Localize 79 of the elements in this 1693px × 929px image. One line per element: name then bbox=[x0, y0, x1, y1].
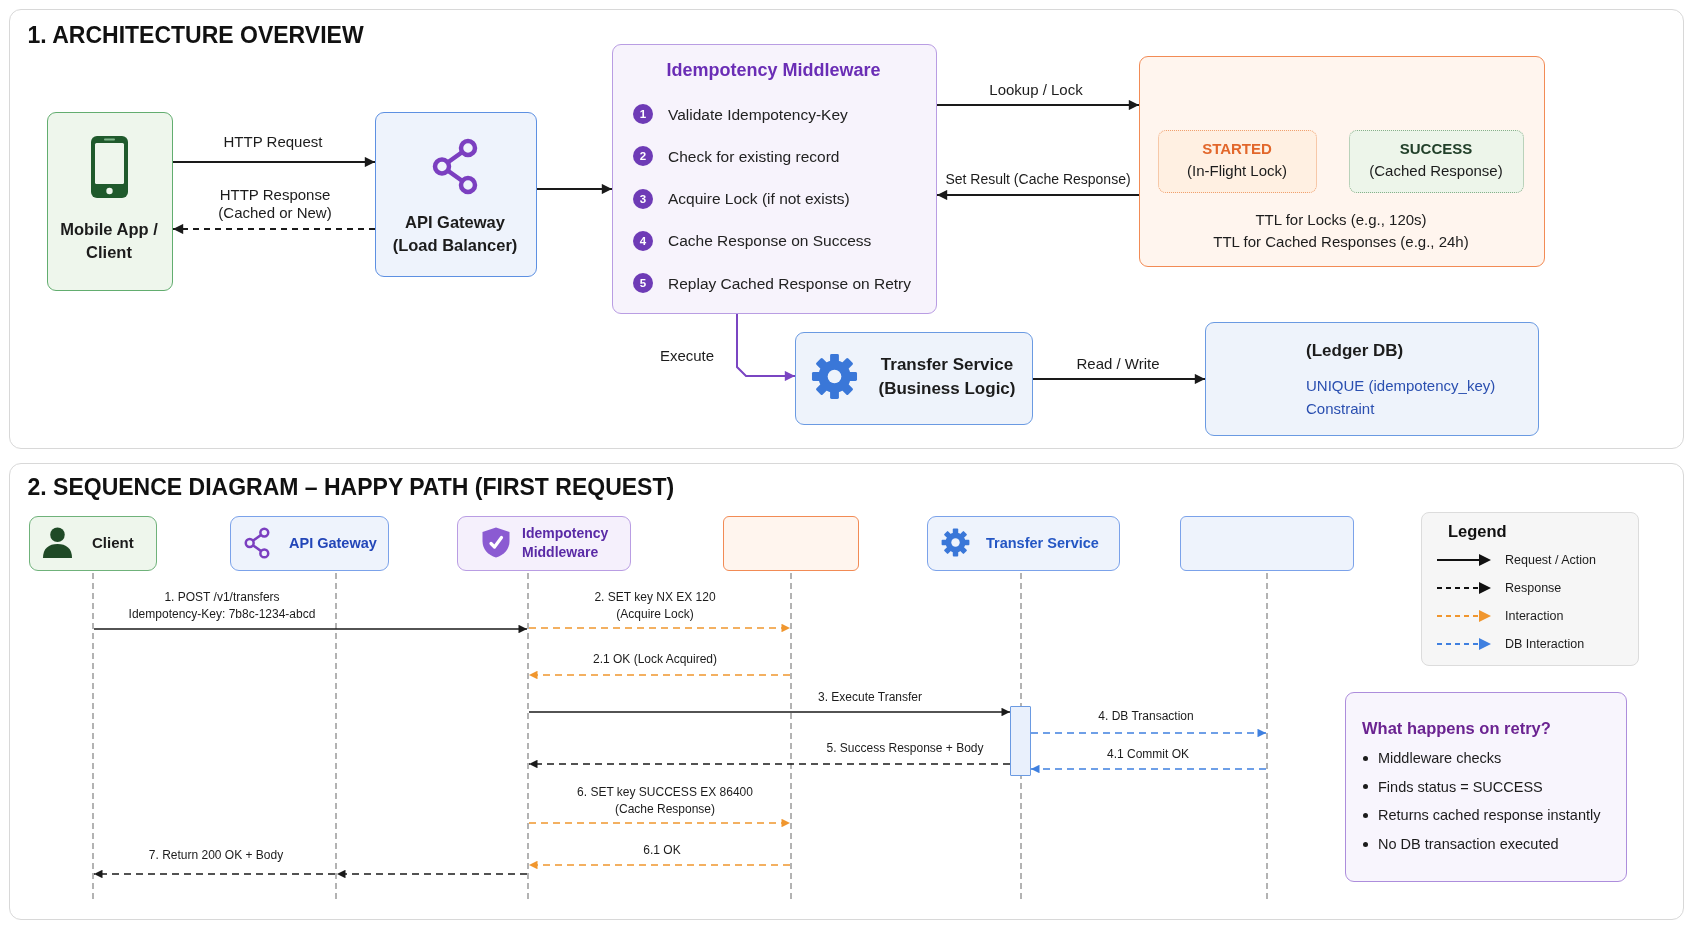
participant-box bbox=[456, 515, 631, 571]
participant-box bbox=[926, 515, 1120, 571]
state-caption: (In-Flight Lock) bbox=[1187, 161, 1287, 180]
participant-box bbox=[229, 515, 389, 571]
arrow bbox=[528, 707, 1011, 717]
legend-label: Response bbox=[1505, 580, 1562, 596]
lifeline bbox=[91, 572, 94, 899]
middleware-box bbox=[611, 43, 937, 314]
database-title: (Ledger DB) bbox=[1306, 341, 1404, 361]
state-title: SUCCESS bbox=[1399, 139, 1473, 158]
note-box bbox=[1344, 691, 1627, 882]
dashed-arrow bbox=[336, 869, 528, 879]
legend-label: Interaction bbox=[1505, 608, 1564, 624]
dashed-arrow bbox=[528, 759, 1011, 769]
step-text: Check for existing record bbox=[668, 146, 840, 166]
step-number: 5 bbox=[633, 273, 653, 294]
dashed-arrow bbox=[528, 818, 791, 828]
state-title: STARTED bbox=[1202, 139, 1272, 158]
participant-box bbox=[1179, 515, 1354, 571]
ttl-note: TTL for Cached Responses (e.g., 24h) bbox=[1213, 232, 1469, 251]
step-text: Acquire Lock (if not exists) bbox=[668, 189, 850, 209]
participant-label: Client bbox=[92, 533, 134, 552]
section-panel bbox=[9, 463, 1684, 920]
participant-label: Transfer Service bbox=[986, 533, 1099, 552]
step-number: 4 bbox=[633, 230, 653, 251]
step-text: Validate Idempotency-Key bbox=[668, 104, 848, 124]
arrow bbox=[93, 624, 528, 634]
legend-label: DB Interaction bbox=[1505, 636, 1585, 652]
note-item: Finds status = SUCCESS bbox=[1378, 777, 1543, 796]
arrow bbox=[536, 183, 613, 195]
step-number: 3 bbox=[633, 188, 653, 209]
note-item: Middleware checks bbox=[1378, 749, 1502, 767]
arrow bbox=[1032, 373, 1206, 385]
cache-store-box bbox=[1138, 55, 1545, 267]
component-box bbox=[374, 111, 537, 277]
arrow bbox=[172, 156, 376, 168]
section-heading: 1. ARCHITECTURE OVERVIEW bbox=[27, 21, 364, 50]
step-text: Cache Response on Success bbox=[668, 231, 872, 251]
activation-bar bbox=[1009, 705, 1031, 776]
section-panel bbox=[9, 9, 1684, 449]
participant-box bbox=[722, 515, 859, 571]
step-text: Replay Cached Response on Retry bbox=[668, 273, 911, 293]
dashed-arrow bbox=[1030, 764, 1267, 774]
participant-box bbox=[28, 515, 157, 571]
ttl-note: TTL for Locks (e.g., 120s) bbox=[1255, 210, 1427, 229]
elbow-arrow bbox=[736, 313, 796, 382]
middleware-title: Idempotency Middleware bbox=[666, 60, 881, 82]
dashed-arrow bbox=[528, 860, 791, 870]
component-label: API Gateway (Load Balancer) bbox=[391, 212, 519, 256]
database-box bbox=[1204, 321, 1539, 436]
component-label: Mobile App / Client bbox=[59, 219, 159, 263]
step-number: 2 bbox=[633, 146, 653, 167]
note-item: No DB transaction executed bbox=[1378, 835, 1559, 854]
component-box bbox=[46, 111, 173, 291]
legend-label: Request / Action bbox=[1505, 552, 1597, 568]
state-caption: (Cached Response) bbox=[1369, 161, 1503, 180]
component-box bbox=[794, 331, 1033, 425]
step-number: 1 bbox=[633, 104, 653, 124]
note-item: Returns cached response instantly bbox=[1378, 806, 1601, 825]
dashed-arrow bbox=[1030, 728, 1267, 738]
note-title: What happens on retry? bbox=[1362, 718, 1551, 738]
arrow bbox=[936, 99, 1140, 111]
lifeline bbox=[526, 572, 529, 899]
participant-label: API Gateway bbox=[289, 533, 377, 552]
section-heading: 2. SEQUENCE DIAGRAM – HAPPY PATH (FIRST REQUEST) bbox=[27, 473, 675, 502]
dashed-arrow bbox=[528, 623, 791, 633]
constraint-text: UNIQUE (idempotency_key) Constraint bbox=[1306, 376, 1497, 419]
state-box bbox=[1349, 130, 1524, 193]
dashed-arrow bbox=[172, 223, 376, 235]
dashed-arrow bbox=[528, 670, 791, 680]
component-label: Transfer Service (Business Logic) bbox=[877, 354, 1017, 400]
lifeline bbox=[789, 572, 792, 899]
legend-title: Legend bbox=[1448, 522, 1507, 542]
lifeline bbox=[1265, 572, 1268, 899]
arrow bbox=[936, 189, 1140, 201]
participant-label: Idempotency Middleware bbox=[522, 523, 610, 562]
lifeline bbox=[334, 572, 337, 899]
state-box bbox=[1158, 130, 1317, 193]
dashed-arrow bbox=[93, 869, 336, 879]
